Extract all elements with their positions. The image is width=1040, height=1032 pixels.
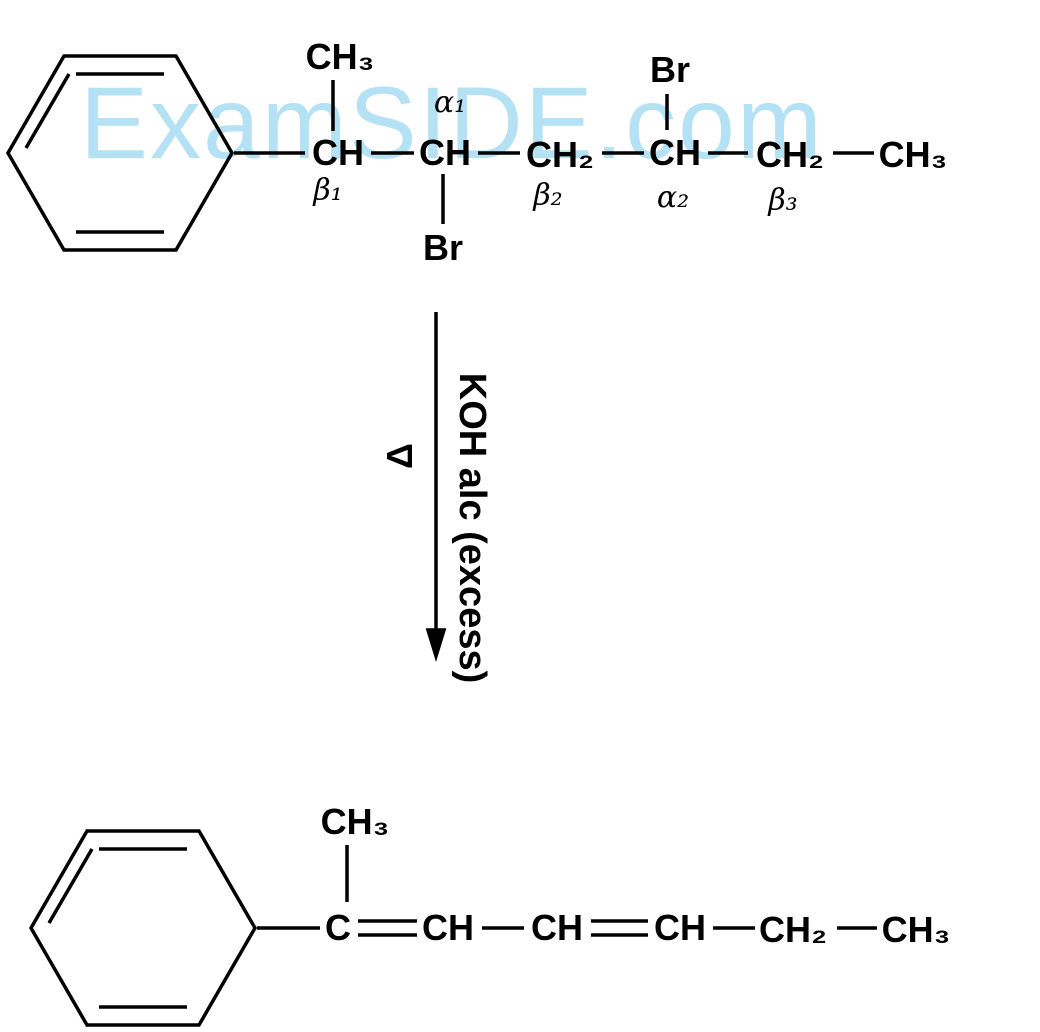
product-ch-3: CH bbox=[531, 907, 583, 948]
double-bond-inner bbox=[24, 73, 71, 149]
beta1-label: β₁ bbox=[313, 173, 343, 208]
double-bond-inner bbox=[47, 848, 94, 924]
hexagon bbox=[5, 54, 235, 252]
product-c-1: C bbox=[325, 907, 351, 948]
reactant-ch3-6: CH₃ bbox=[878, 134, 948, 175]
product-bonds bbox=[257, 845, 877, 937]
reactant-methyl-label: CH₃ bbox=[305, 36, 375, 77]
reaction-arrow bbox=[425, 312, 447, 662]
alpha2-label: α₂ bbox=[656, 180, 690, 215]
reactant-ch2-5: CH₂ bbox=[756, 134, 824, 175]
alpha1-label: α₁ bbox=[433, 85, 467, 120]
hexagon bbox=[28, 829, 258, 1027]
product-ch-2: CH bbox=[422, 907, 474, 948]
product-methyl-label: CH₃ bbox=[320, 801, 390, 842]
reactant-ch-4: CH bbox=[649, 132, 701, 173]
reactant-bonds bbox=[234, 80, 874, 224]
arrow-head bbox=[425, 628, 447, 662]
reactant-ch-2: CH bbox=[419, 132, 471, 173]
watermark: ExamSIDE.com bbox=[80, 66, 824, 180]
beta2-label: β₂ bbox=[533, 178, 563, 213]
beta3-label: β₃ bbox=[768, 183, 798, 218]
benzene-ring-product bbox=[28, 829, 258, 1027]
benzene-ring-reactant bbox=[5, 54, 235, 252]
reactant-ch-1: CH bbox=[312, 132, 364, 173]
delta-heat-symbol: Δ bbox=[379, 443, 420, 469]
reactant-br-up-label: Br bbox=[649, 49, 691, 90]
product-ch-4: CH bbox=[654, 907, 706, 948]
reactant-br-down-label: Br bbox=[422, 227, 464, 268]
reactant-ch2-3: CH₂ bbox=[526, 134, 594, 175]
product-ch2-5: CH₂ bbox=[759, 909, 827, 950]
product-ch3-6: CH₃ bbox=[881, 909, 951, 950]
reagent-label: KOH alc (excess) bbox=[451, 372, 493, 684]
